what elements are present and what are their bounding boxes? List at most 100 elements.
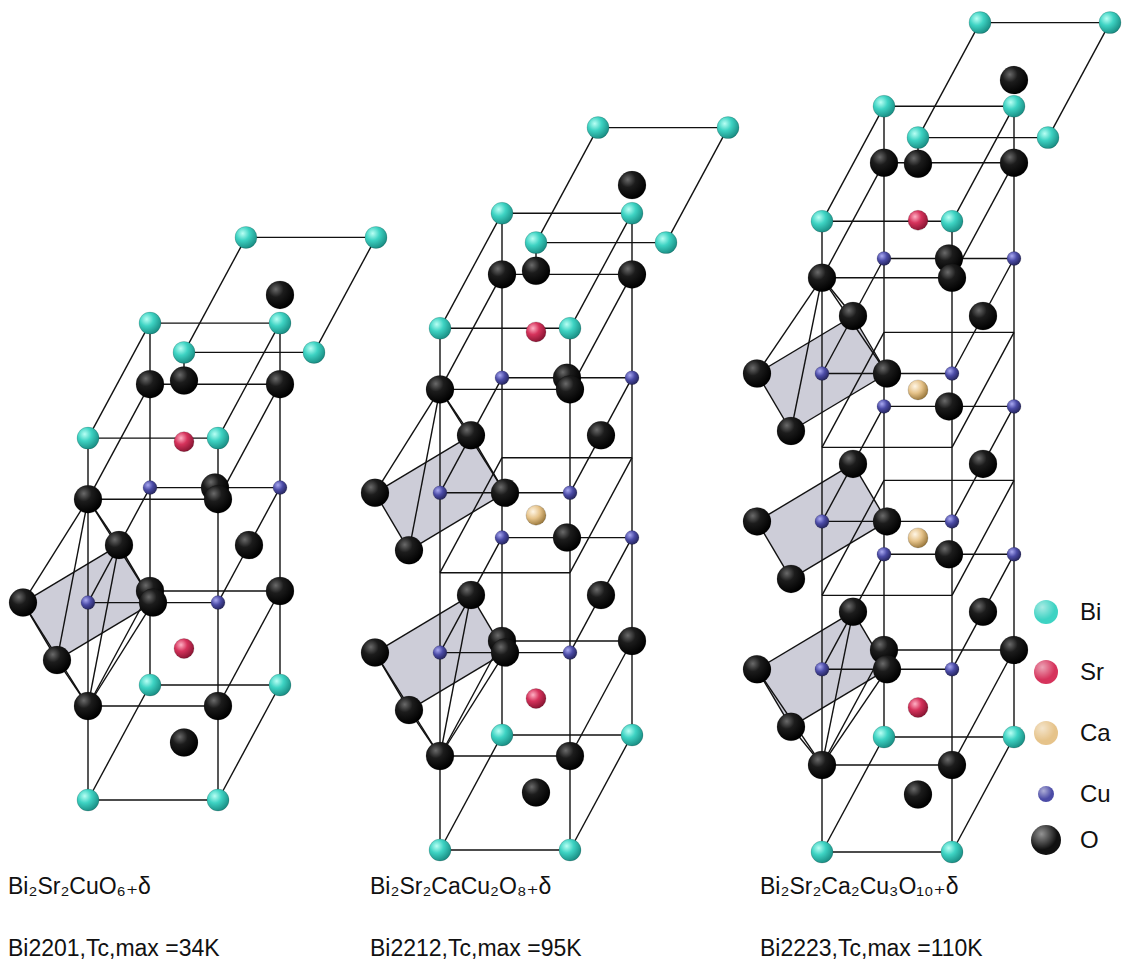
atom [1000, 149, 1028, 177]
polyhedron-edge [23, 603, 88, 706]
plane-edge [757, 464, 853, 522]
layer-outline [502, 640, 632, 641]
atom [495, 531, 509, 545]
atom [873, 507, 901, 535]
atom [815, 662, 829, 676]
layer-outline [952, 650, 1014, 765]
atom [877, 399, 891, 413]
layer-outline [150, 384, 280, 385]
layer-outline [822, 764, 952, 765]
layer-outline [440, 755, 570, 756]
legend-label: Sr [1080, 658, 1104, 686]
atom [174, 639, 194, 659]
atom [811, 841, 833, 863]
atom [559, 839, 581, 861]
atom [777, 417, 805, 445]
layer-outline [88, 705, 218, 706]
atom [77, 427, 99, 449]
atom [870, 149, 898, 177]
atom [526, 322, 546, 342]
layer-outline [440, 328, 570, 329]
atom [204, 692, 232, 720]
layer-outline [822, 277, 952, 278]
plane-edge [375, 435, 471, 493]
atom [1003, 95, 1025, 117]
atom [1037, 127, 1059, 149]
layer-outline [150, 684, 280, 685]
atom [143, 481, 157, 495]
atom [873, 360, 901, 388]
layer-outline [884, 649, 1014, 650]
legend-swatch [1034, 721, 1058, 745]
atom [969, 12, 991, 34]
layer-outline [502, 213, 632, 214]
plane-edge [57, 603, 153, 661]
polyhedron-edge [822, 278, 887, 374]
layer-outline [502, 734, 632, 735]
atom [618, 260, 646, 288]
atom [269, 674, 291, 696]
atom [81, 596, 95, 610]
atom [395, 536, 423, 564]
layer-outline [822, 851, 952, 852]
atom [429, 839, 451, 861]
atom [1000, 636, 1028, 664]
legend-label: O [1080, 826, 1099, 854]
layer-outline [88, 799, 218, 800]
atom [522, 257, 550, 285]
atom [908, 698, 928, 718]
atom [105, 531, 133, 559]
atom [526, 505, 546, 525]
layer-outline [314, 237, 376, 352]
atom [587, 581, 615, 609]
atom [491, 479, 519, 507]
atom [839, 598, 867, 626]
layer-outline [440, 849, 570, 850]
atom [522, 779, 550, 807]
atom [904, 781, 932, 809]
atom [491, 202, 513, 224]
plane-edge [23, 545, 119, 603]
atom [655, 232, 677, 254]
plane-edge [375, 595, 471, 653]
atom [559, 317, 581, 339]
atom [266, 370, 294, 398]
atom [170, 367, 198, 395]
atom [303, 341, 325, 363]
layer-outline [980, 22, 1110, 23]
legend-label: Ca [1080, 719, 1111, 747]
atom [491, 639, 519, 667]
atom [938, 751, 966, 779]
atom [743, 507, 771, 535]
atom [941, 210, 963, 232]
cuo-planes [23, 316, 887, 727]
layer-outline [536, 128, 598, 243]
atom [433, 486, 447, 500]
atom [173, 341, 195, 363]
formula-label: Bi₂Sr₂CuO₆₊δ [8, 872, 151, 900]
polyhedron-edge [375, 653, 440, 756]
cell-edge [569, 328, 570, 850]
legend-label: Bi [1080, 598, 1101, 626]
polyhedron-edge [791, 278, 822, 431]
layer-outline [952, 480, 1014, 595]
legend-swatch [1034, 600, 1058, 624]
atom [269, 312, 291, 334]
atom [618, 627, 646, 655]
atom [77, 789, 99, 811]
atom [969, 598, 997, 626]
atom [426, 742, 454, 770]
atom [1003, 726, 1025, 748]
atom [139, 589, 167, 617]
phase-label: Bi2223,Tc,max =110K [760, 934, 983, 962]
atom [211, 596, 225, 610]
layer-outline [822, 447, 952, 448]
legend-swatch [1031, 825, 1061, 855]
atom [365, 226, 387, 248]
atom [563, 486, 577, 500]
atom [941, 841, 963, 863]
atom [207, 789, 229, 811]
atom [811, 210, 833, 232]
atom [877, 252, 891, 266]
